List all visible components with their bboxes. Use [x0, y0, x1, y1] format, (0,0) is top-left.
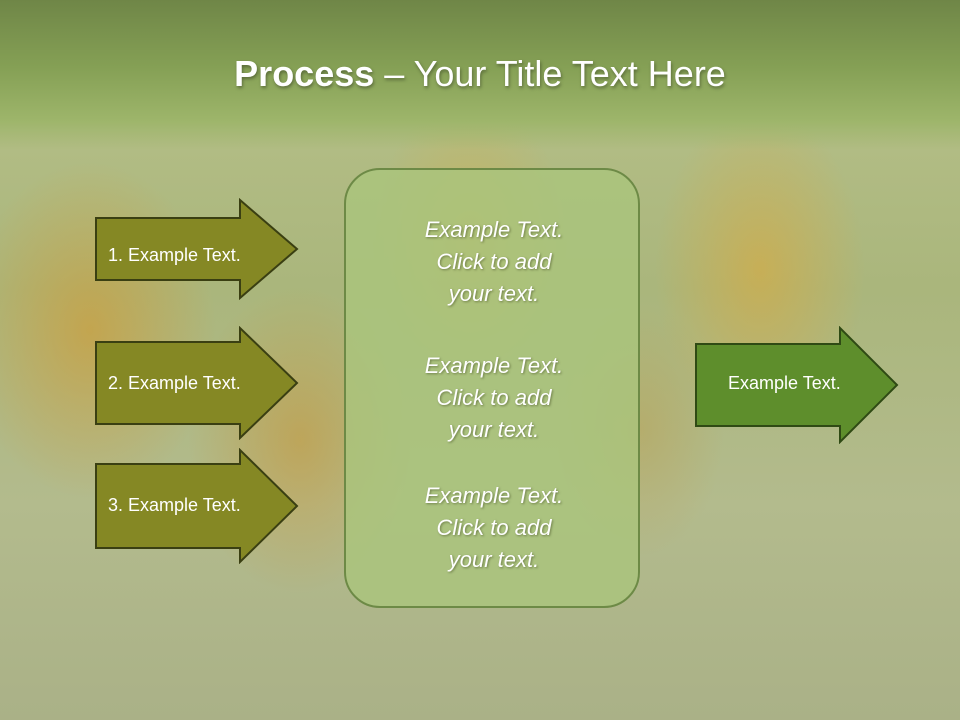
title-band: [0, 0, 960, 150]
center-text-item-1: Example Text. Click to add your text.: [424, 217, 564, 306]
result-arrow-label: Example Text.: [728, 373, 841, 393]
result-arrow[interactable]: Example Text.: [694, 326, 900, 444]
process-step-1-label: 1. Example Text.: [108, 245, 241, 265]
arrow-shape-3: [95, 448, 299, 564]
process-step-1-arrow[interactable]: 1. Example Text.: [94, 198, 300, 300]
process-step-2-arrow[interactable]: 2. Example Text.: [94, 326, 300, 440]
title-bold-part: Process: [234, 53, 375, 94]
arrow-shape-2: [95, 326, 299, 440]
process-step-2-label: 2. Example Text.: [108, 373, 241, 393]
slide-title[interactable]: Process – Your Title Text Here: [0, 50, 960, 98]
result-arrow-shape: [695, 326, 899, 444]
title-rest: – Your Title Text Here: [374, 53, 726, 94]
process-step-3-label: 3. Example Text.: [108, 495, 241, 515]
arrow-shape-1: [95, 198, 299, 300]
center-text-item-2: Example Text. Click to add your text.: [424, 353, 564, 442]
process-step-3-arrow[interactable]: 3. Example Text.: [94, 448, 300, 564]
center-text-item-3: Example Text. Click to add your text.: [424, 483, 564, 572]
center-text-box[interactable]: Example Text. Click to add your text. Ex…: [344, 168, 640, 608]
